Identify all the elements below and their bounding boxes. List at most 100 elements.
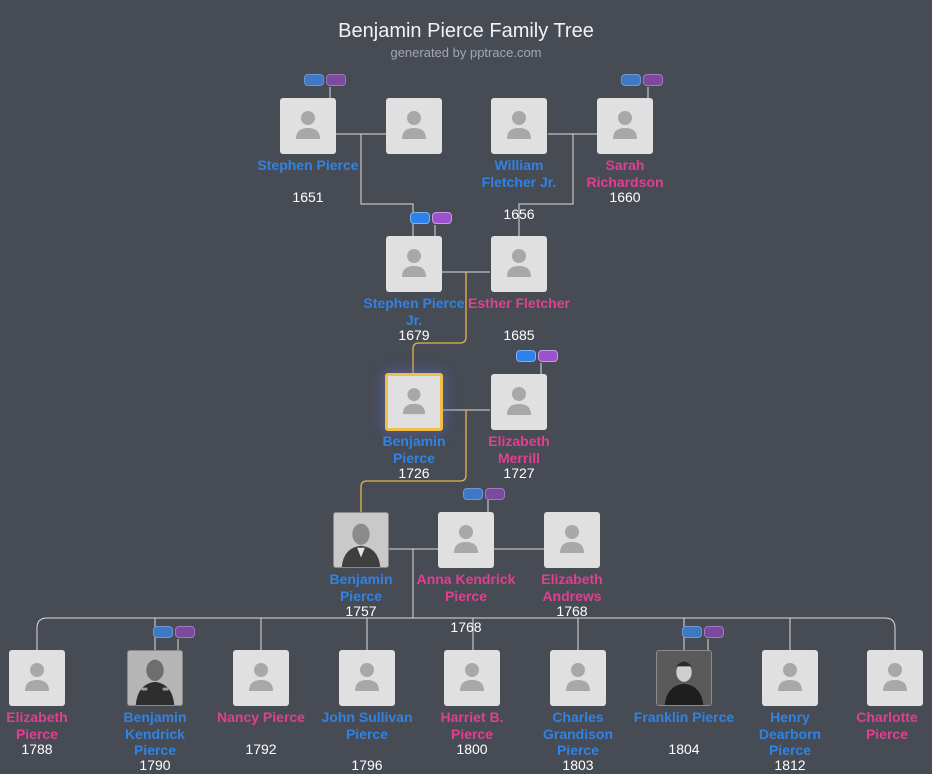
expand-mother-button[interactable] xyxy=(485,488,505,500)
person-year: 1768 xyxy=(556,603,588,619)
person-silhouette-icon xyxy=(507,111,531,139)
person-card[interactable] xyxy=(867,650,923,706)
expand-buttons xyxy=(463,488,505,500)
expand-father-button[interactable] xyxy=(153,626,173,638)
page-subtitle: generated by pptrace.com xyxy=(390,45,542,60)
person-card[interactable] xyxy=(491,374,547,430)
person-photo-card[interactable] xyxy=(333,512,389,568)
expand-mother-button[interactable] xyxy=(326,74,346,86)
person-card[interactable] xyxy=(597,98,653,154)
person-silhouette-icon xyxy=(355,663,379,691)
person-year: 1804 xyxy=(668,741,700,757)
tree-header: Benjamin Pierce Family Tree generated by… xyxy=(0,20,932,60)
person-silhouette-icon xyxy=(402,111,426,139)
person-photo-card[interactable] xyxy=(656,650,712,706)
person-year: 1679 xyxy=(398,327,430,343)
person-year: 1796 xyxy=(351,757,383,773)
person-card[interactable] xyxy=(438,512,494,568)
person-card[interactable] xyxy=(544,512,600,568)
person-silhouette-icon xyxy=(296,111,320,139)
expand-buttons xyxy=(516,350,558,362)
expand-father-button[interactable] xyxy=(516,350,536,362)
person-name: Henry Dearborn Pierce xyxy=(758,709,822,758)
person-name: Charles Grandison Pierce xyxy=(542,709,613,758)
person-name: John Sullivan Pierce xyxy=(321,709,413,742)
expand-father-button[interactable] xyxy=(463,488,483,500)
person-year: 1788 xyxy=(21,741,53,757)
person-card[interactable] xyxy=(550,650,606,706)
expand-buttons xyxy=(621,74,663,86)
person-year: 1792 xyxy=(245,741,277,757)
expand-buttons xyxy=(153,626,195,638)
expand-mother-button[interactable] xyxy=(704,626,724,638)
person-year: 1660 xyxy=(609,189,641,205)
expand-buttons xyxy=(304,74,346,86)
person-name: Benjamin Pierce xyxy=(329,571,393,604)
person-name: Stephen Pierce xyxy=(257,157,359,173)
person-silhouette-icon xyxy=(560,525,584,553)
expand-mother-button[interactable] xyxy=(432,212,452,224)
person-silhouette-icon xyxy=(778,663,802,691)
person-silhouette-icon xyxy=(613,111,637,139)
person-card[interactable] xyxy=(9,650,65,706)
person-name: Stephen Pierce Jr. xyxy=(363,295,465,328)
person-name: Elizabeth Pierce xyxy=(6,709,68,742)
person-card[interactable] xyxy=(339,650,395,706)
expand-father-button[interactable] xyxy=(682,626,702,638)
person-silhouette-icon xyxy=(249,663,273,691)
person-card[interactable] xyxy=(386,98,442,154)
expand-mother-button[interactable] xyxy=(175,626,195,638)
person-name: Nancy Pierce xyxy=(217,709,305,725)
person-card[interactable] xyxy=(444,650,500,706)
portrait-photo-icon xyxy=(128,651,182,705)
person-card[interactable] xyxy=(762,650,818,706)
person-year: 1812 xyxy=(774,757,806,773)
expand-mother-button[interactable] xyxy=(538,350,558,362)
person-silhouette-icon xyxy=(566,663,590,691)
person-silhouette-icon xyxy=(25,663,49,691)
person-year: 1656 xyxy=(503,206,535,222)
person-name: Charlotte Pierce xyxy=(856,709,918,742)
person-name: Anna Kendrick Pierce xyxy=(416,571,516,604)
person-silhouette-icon xyxy=(883,663,907,691)
person-card[interactable] xyxy=(280,98,336,154)
person-year: 1651 xyxy=(292,189,324,205)
person-silhouette-icon xyxy=(402,249,426,277)
expand-father-button[interactable] xyxy=(410,212,430,224)
person-card[interactable] xyxy=(491,98,547,154)
page-title: Benjamin Pierce Family Tree xyxy=(338,20,594,42)
expand-father-button[interactable] xyxy=(304,74,324,86)
expand-father-button[interactable] xyxy=(621,74,641,86)
person-silhouette-icon xyxy=(507,387,531,415)
person-year: 1768 xyxy=(450,619,482,635)
person-year: 1726 xyxy=(398,465,430,481)
person-year: 1790 xyxy=(139,757,171,773)
person-card[interactable] xyxy=(233,650,289,706)
person-name: Elizabeth Andrews xyxy=(541,571,603,604)
person-silhouette-icon xyxy=(454,525,478,553)
portrait-photo-icon xyxy=(657,651,711,705)
person-name: Benjamin Kendrick Pierce xyxy=(123,709,187,758)
person-card[interactable] xyxy=(386,236,442,292)
person-year: 1803 xyxy=(562,757,594,773)
focused-person-card[interactable] xyxy=(385,373,443,431)
person-name: Franklin Pierce xyxy=(633,709,735,725)
person-name: Harriet B. Pierce xyxy=(440,709,504,742)
person-year: 1800 xyxy=(456,741,488,757)
person-year: 1757 xyxy=(345,603,377,619)
expand-mother-button[interactable] xyxy=(643,74,663,86)
person-photo-card[interactable] xyxy=(127,650,183,706)
expand-buttons xyxy=(410,212,452,224)
person-card[interactable] xyxy=(491,236,547,292)
person-name: Benjamin Pierce xyxy=(382,433,446,466)
person-name: Sarah Richardson xyxy=(586,157,664,190)
person-year: 1685 xyxy=(503,327,535,343)
person-year: 1727 xyxy=(503,465,535,481)
person-name: William Fletcher Jr. xyxy=(481,157,557,190)
person-name: Esther Fletcher xyxy=(468,295,570,311)
expand-buttons xyxy=(682,626,724,638)
person-name: Elizabeth Merrill xyxy=(488,433,550,466)
portrait-photo-icon xyxy=(334,513,388,567)
person-silhouette-icon xyxy=(507,249,531,277)
person-silhouette-icon xyxy=(460,663,484,691)
